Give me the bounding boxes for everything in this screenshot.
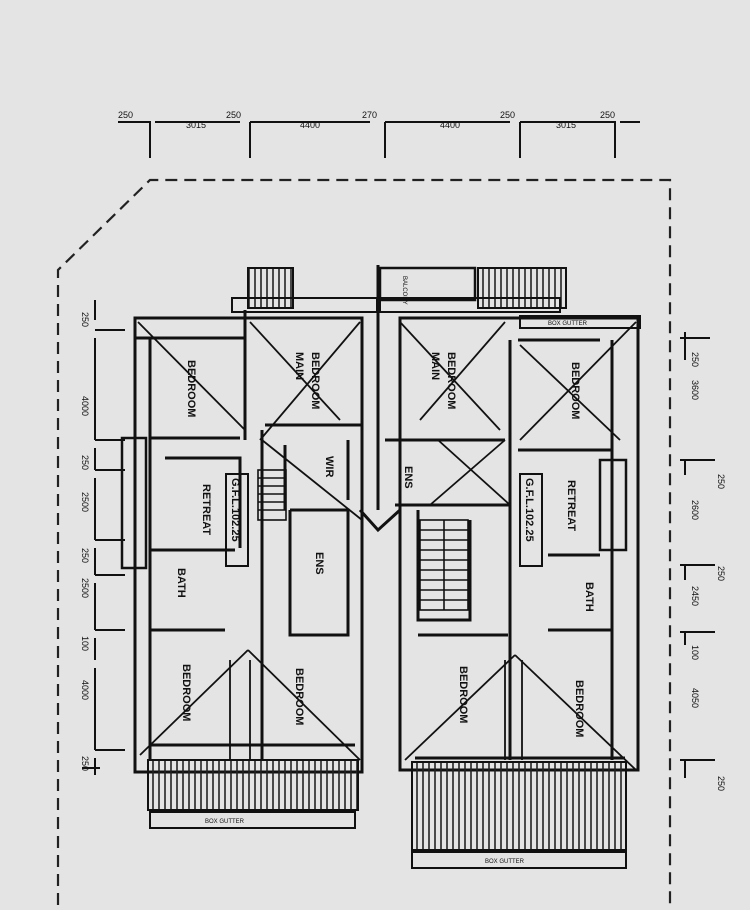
dim-right-4: 250	[716, 566, 726, 581]
balcony-top-left	[247, 267, 294, 309]
room-ens-upper: ENS	[402, 466, 414, 489]
dim-top-8: 250	[600, 110, 615, 120]
room-bedroom-right-top: BEDROOM	[569, 362, 581, 419]
dim-top-1: 3015	[186, 120, 206, 130]
gutter-bottom-left	[149, 811, 356, 829]
room-retreat-right: RETREAT	[565, 480, 577, 531]
dim-right-8: 250	[716, 776, 726, 791]
dim-top-2: 250	[226, 110, 241, 120]
room-bedroom-left-bottom: BEDROOM	[180, 664, 192, 721]
label-box-gutter-top: BOX GUTTER	[548, 321, 588, 327]
dim-left-3: 2500	[80, 492, 90, 512]
dim-left-6: 100	[80, 636, 90, 651]
dim-top-6: 250	[500, 110, 515, 120]
dim-left-5: 2500	[80, 578, 90, 598]
gutter-bottom-right	[411, 851, 627, 869]
room-bedroom-left-top: BEDROOM	[185, 360, 197, 417]
dim-left-1: 4000	[80, 396, 90, 416]
room-bedroom-main-left-b: MAIN	[293, 352, 305, 380]
dim-right-2: 250	[716, 474, 726, 489]
dim-top-5: 4400	[440, 120, 460, 130]
roof-lines	[137, 321, 637, 771]
dim-left-8: 250	[80, 756, 90, 771]
dim-right-6: 100	[690, 645, 700, 660]
dim-right-5: 2450	[690, 586, 700, 606]
room-bedroom-mid-right-bottom: BEDROOM	[457, 666, 469, 723]
level-box-left	[225, 473, 249, 567]
room-bedroom-main-right-b: MAIN	[429, 352, 441, 380]
label-box-gutter-bottom-left: BOX GUTTER	[205, 819, 245, 825]
dim-left-4: 250	[80, 548, 90, 563]
dim-right-1: 3600	[690, 380, 700, 400]
label-balcony: BALCONY	[401, 276, 407, 305]
room-wir: WIR	[323, 456, 335, 477]
gutter-top-right	[519, 315, 641, 329]
dim-right-3: 2600	[690, 500, 700, 520]
building-outline	[120, 316, 640, 774]
property-boundary	[56, 178, 672, 905]
room-bedroom-main-right-a: BEDROOM	[445, 352, 457, 409]
level-box-right	[519, 473, 543, 567]
balcony-top-right	[477, 267, 567, 309]
room-bedroom-main-left-a: BEDROOM	[309, 352, 321, 409]
room-retreat-left: RETREAT	[200, 484, 212, 535]
right-dimension-marks	[680, 332, 715, 778]
balcony-bottom-right	[411, 761, 627, 851]
dim-top-7: 3015	[556, 120, 576, 130]
room-bedroom-right-bottom: BEDROOM	[573, 680, 585, 737]
dim-top-3: 4400	[300, 120, 320, 130]
left-dimension-marks	[82, 300, 125, 775]
dim-left-2: 250	[80, 455, 90, 470]
dim-right-0: 250	[690, 352, 700, 367]
room-bedroom-mid-left-bottom: BEDROOM	[293, 668, 305, 725]
balcony-bottom-left	[147, 759, 359, 811]
balcony-top-center	[378, 266, 477, 302]
dim-right-7: 4050	[690, 688, 700, 708]
level-left: G.F.L.102.25	[229, 478, 241, 542]
dim-left-0: 250	[80, 312, 90, 327]
level-right: G.F.L.102.25	[523, 478, 535, 542]
top-dimension-marks	[118, 121, 640, 158]
stair-left	[257, 469, 287, 521]
dim-left-7: 4000	[80, 680, 90, 700]
room-ens-lower: ENS	[313, 552, 325, 575]
gutter-top-mid	[379, 297, 561, 313]
stair-right	[419, 519, 469, 611]
label-box-gutter-bottom-right: BOX GUTTER	[485, 859, 525, 865]
room-bath-right: BATH	[583, 582, 595, 612]
room-bath-left: BATH	[175, 568, 187, 598]
dim-top-4: 270	[362, 110, 377, 120]
interior-walls	[135, 265, 625, 760]
dim-top-0: 250	[118, 110, 133, 120]
